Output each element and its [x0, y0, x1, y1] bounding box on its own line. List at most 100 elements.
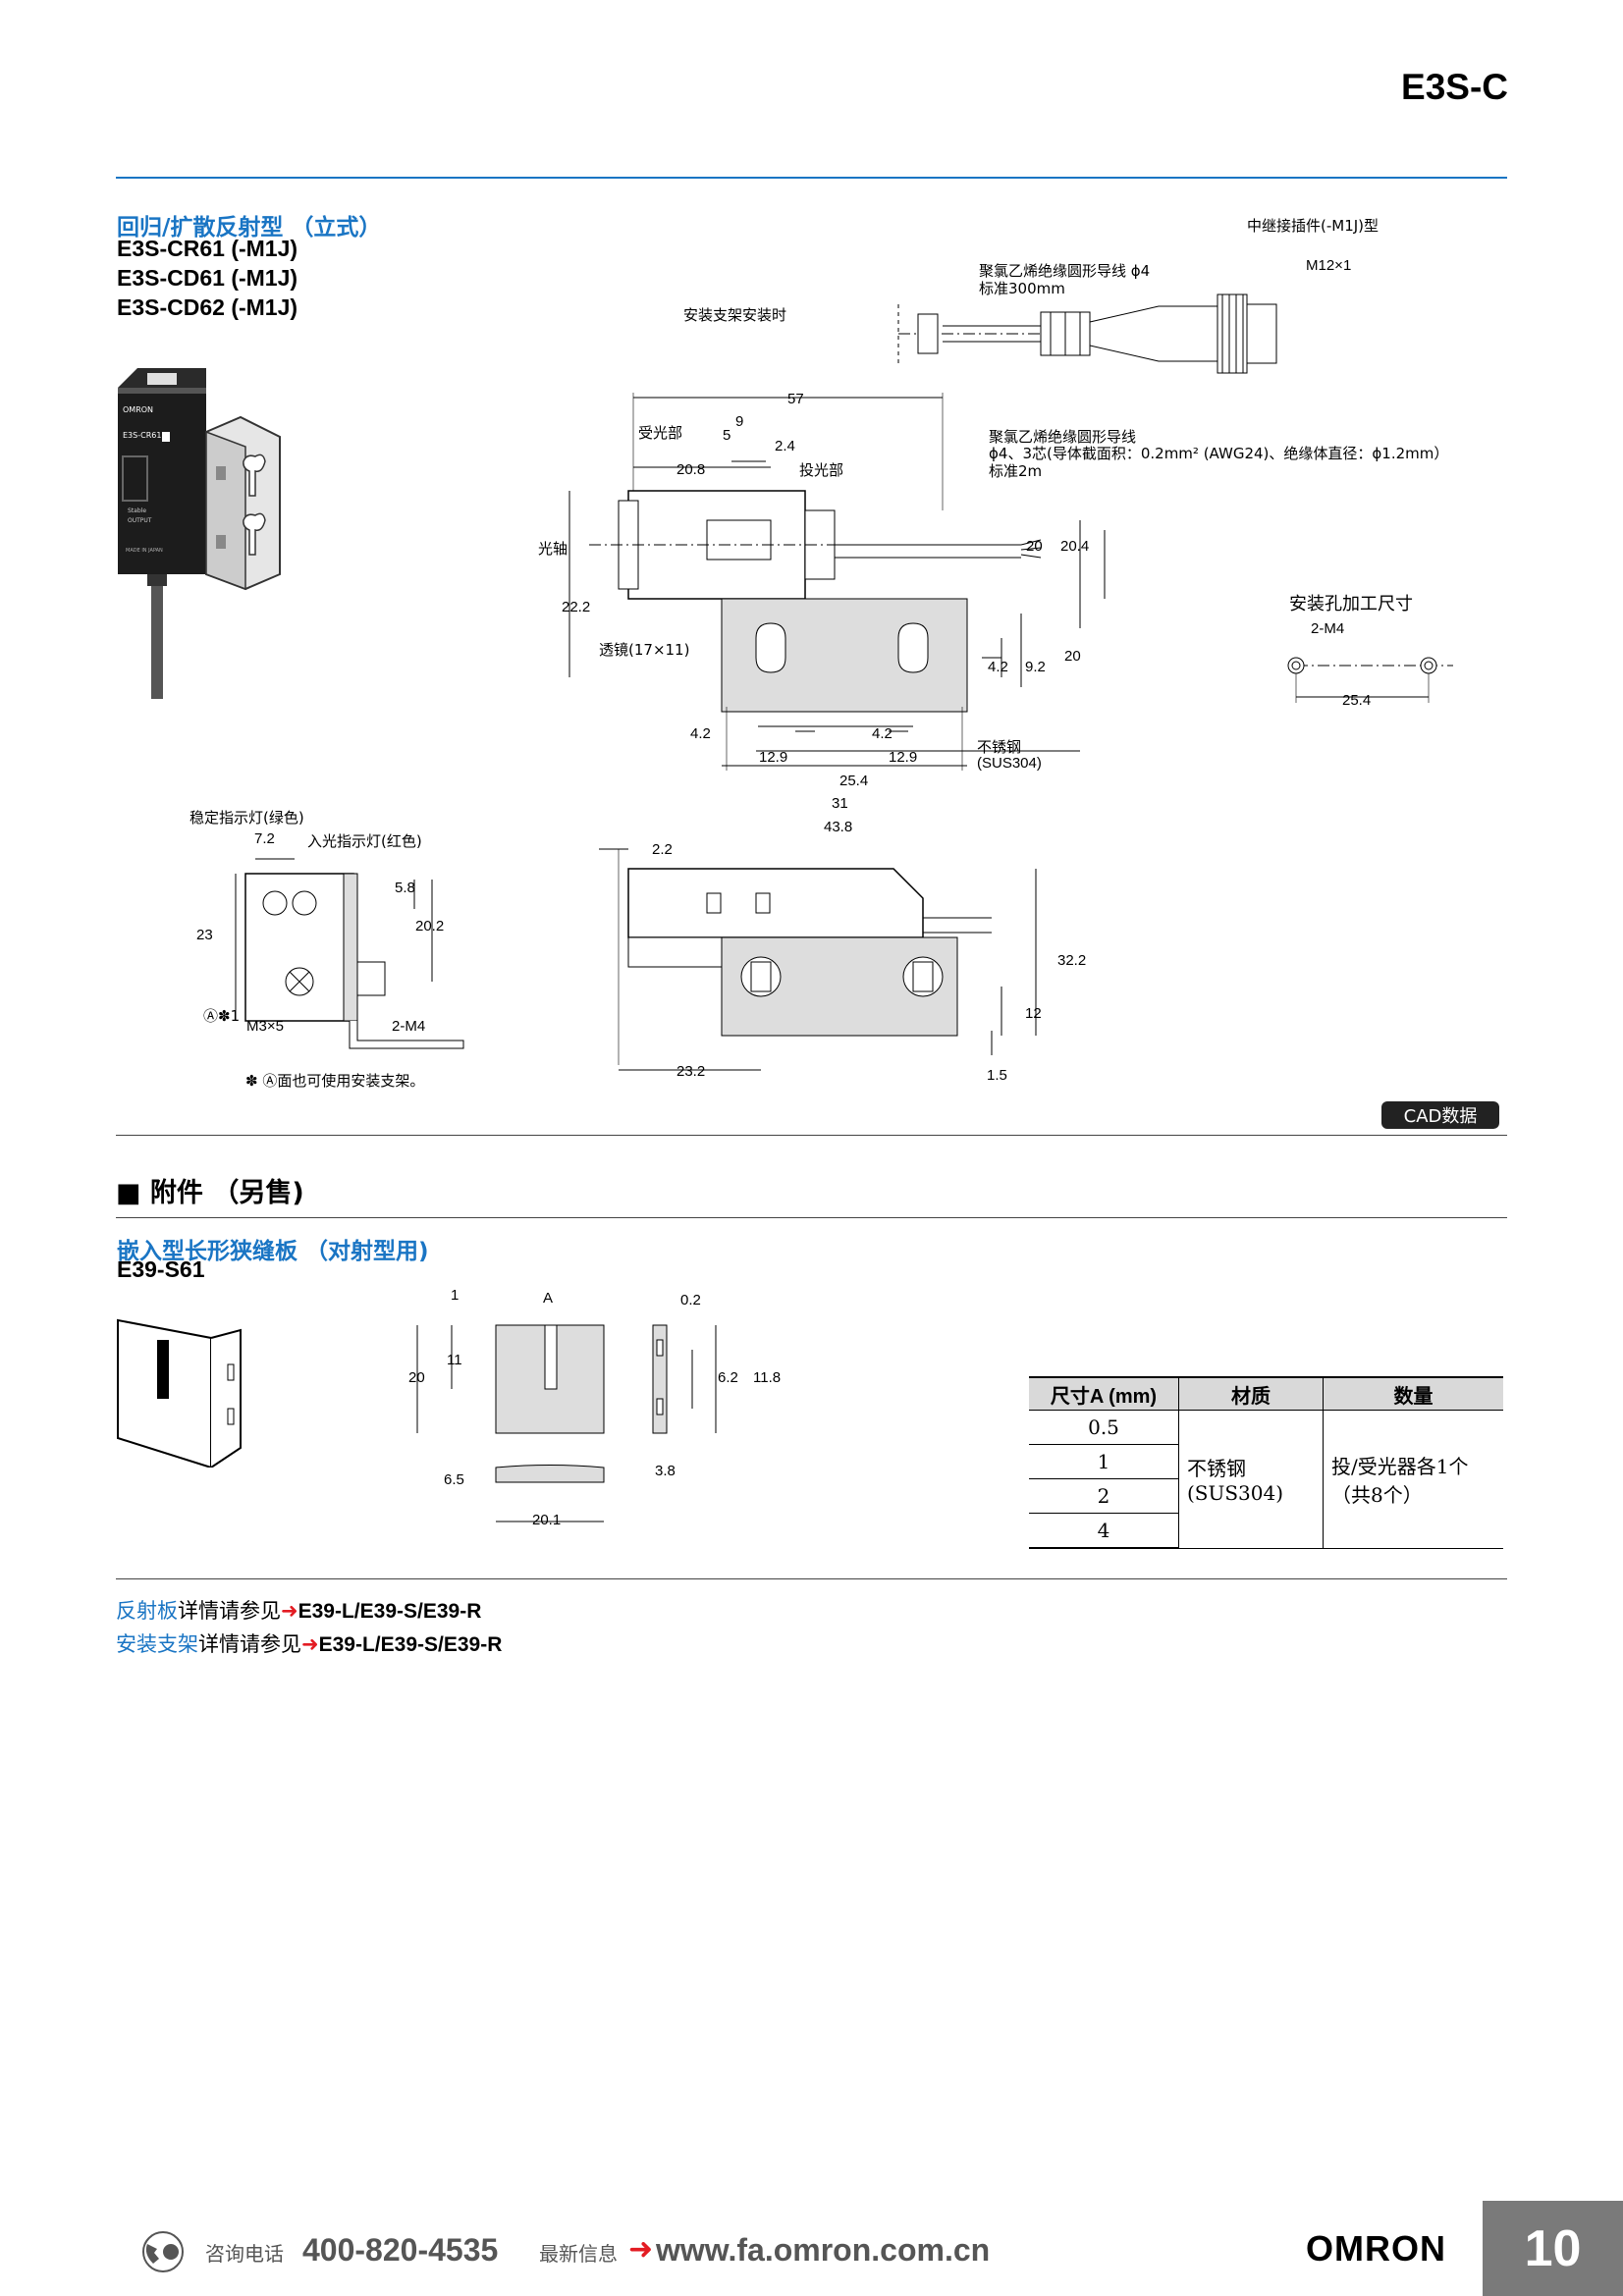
accessories-heading: ■ 附件 （另售): [116, 1178, 304, 1208]
square-bullet-icon: ■: [116, 1178, 150, 1208]
category-title: 回归/扩散反射型 （立式）: [117, 215, 382, 240]
dim-22-2: 22.2: [562, 599, 591, 615]
incident-light-label: 入光指示灯(红色): [307, 832, 422, 850]
dim-5-8: 5.8: [395, 880, 415, 896]
table-row: 4: [1029, 1513, 1503, 1549]
dim-43-8: 43.8: [824, 819, 853, 835]
stainless-label: 不锈钢: [977, 738, 1022, 756]
dim-20-1: 20.1: [532, 1512, 562, 1528]
dim-4-2a: 4.2: [988, 659, 1008, 675]
bracket-link[interactable]: 安装支架: [116, 1632, 198, 1656]
hole-m4-label: 2-M4: [1311, 620, 1345, 637]
quantity-cell: 投/受光器各1个 （共8个）: [1323, 1410, 1503, 1549]
model-list: E3S-CR61 (-M1J) E3S-CD61 (-M1J) E3S-CD62…: [117, 234, 298, 322]
omron-logo: OMRON: [1306, 2228, 1446, 2269]
cad-data-button[interactable]: CAD数据: [1381, 1101, 1499, 1129]
section-divider: [116, 1217, 1507, 1218]
dim-6-2: 6.2: [718, 1369, 738, 1386]
page-number: 10: [1483, 2201, 1623, 2296]
dim-11-8: 11.8: [753, 1369, 782, 1386]
dim-23: 23: [196, 927, 213, 943]
slit-spec-table: 尺寸A (mm) 材质 数量 0.5 不锈钢 (SUS304) 投/受光器各1个…: [1029, 1376, 1503, 1549]
dim-4-2b: 4.2: [690, 725, 711, 742]
dim-12: 12: [1025, 1005, 1042, 1022]
website-link[interactable]: www.fa.omron.com.cn: [656, 2232, 991, 2268]
accessory-model: E39-S61: [117, 1256, 205, 1282]
model-name: E3S-CR61 (-M1J): [117, 236, 298, 261]
model-name: E3S-CD61 (-M1J): [117, 265, 298, 291]
section-divider: [116, 1135, 1507, 1136]
dim-1-5: 1.5: [987, 1067, 1007, 1084]
dim-20-8: 20.8: [676, 461, 706, 478]
cable-long-label: 聚氯乙烯绝缘圆形导线: [989, 428, 1137, 446]
reflector-link[interactable]: 反射板: [116, 1599, 178, 1623]
dim-11: 11: [447, 1352, 462, 1368]
dim-20-4: 20.4: [1060, 538, 1090, 555]
header-rule: [116, 177, 1507, 179]
side-view-drawing: [599, 848, 1037, 1071]
table-row: 1: [1029, 1444, 1503, 1479]
phone-label: 咨询电话: [205, 2242, 284, 2266]
model-name: E3S-CD62 (-M1J): [117, 294, 298, 320]
dim-12-9a: 12.9: [759, 749, 788, 766]
dimension-drawing-main: [568, 294, 1453, 771]
product-photo: OMRON E3S-CR61 Stable OUTPUT MADE IN JAP…: [118, 368, 281, 699]
news-label: 最新信息: [539, 2242, 618, 2266]
stable-light-label: 稳定指示灯(绿色): [189, 809, 304, 827]
dim-4-2c: 4.2: [872, 725, 893, 742]
dim-2-2: 2.2: [652, 841, 673, 858]
cable-long-spec: ϕ4、3芯(导体截面积：0.2mm² (AWG24)、绝缘体直径：ϕ1.2mm）: [989, 445, 1449, 462]
m12-label: M12×1: [1306, 257, 1352, 274]
table-header: 数量: [1323, 1376, 1503, 1411]
table-header: 尺寸A (mm): [1029, 1376, 1179, 1411]
m3x5-label: M3×5: [246, 1018, 284, 1035]
phone-number: 400-820-4535: [302, 2232, 499, 2268]
dim-5: 5: [723, 427, 731, 444]
bracket-mounted-label: 安装支架安装时: [683, 306, 787, 324]
cable-short-length: 标准300mm: [979, 280, 1065, 297]
connector-type-label: 中继接插件(-M1J)型: [1247, 217, 1380, 235]
dim-31: 31: [832, 795, 848, 812]
reference-code[interactable]: E39-L/E39-S/E39-R: [318, 1633, 503, 1656]
dim-20-b: 20: [1064, 648, 1081, 665]
dim-20-2: 20.2: [415, 918, 445, 934]
photo-brand-text: OMRON: [123, 405, 153, 414]
front-view-drawing: [235, 858, 464, 1049]
material-cell: 不锈钢 (SUS304): [1178, 1410, 1324, 1549]
slit-plate-photo: [117, 1318, 242, 1468]
arrow-right-icon: ➜: [301, 1632, 319, 1656]
slit-plate-drawing: [416, 1324, 717, 1522]
cable-short-label: 聚氯乙烯绝缘圆形导线 ϕ4: [979, 262, 1151, 280]
page-product-code: E3S-C: [1401, 67, 1508, 107]
dim-6-5: 6.5: [444, 1471, 464, 1488]
arrow-right-icon: ➜: [281, 1599, 298, 1623]
two-m4-label: 2-M4: [392, 1018, 426, 1035]
photo-model-text: E3S-CR61: [123, 431, 161, 440]
dim-25-4: 25.4: [839, 773, 869, 789]
size-cell: 1: [1029, 1444, 1179, 1479]
reference-line: 安装支架详情请参见➜E39-L/E39-S/E39-R: [116, 1632, 503, 1656]
dim-57: 57: [787, 391, 804, 407]
mark-a-label: Ⓐ✽1: [203, 1007, 241, 1025]
phone-icon: [142, 2231, 184, 2272]
lens-label: 透镜(17×11): [599, 641, 690, 659]
footnote: ✽ Ⓐ面也可使用安装支架。: [245, 1072, 425, 1090]
receiver-label: 受光部: [638, 424, 683, 442]
dim-0-2: 0.2: [680, 1292, 701, 1308]
photo-stable-text: Stable: [128, 507, 146, 514]
dim-7-2: 7.2: [254, 830, 275, 847]
dim-20: 20: [1026, 538, 1043, 555]
photo-origin-text: MADE IN JAPAN: [126, 548, 163, 554]
sus-label: (SUS304): [977, 755, 1042, 772]
dim-3-8: 3.8: [655, 1463, 676, 1479]
photo-output-text: OUTPUT: [128, 517, 152, 524]
size-cell: 0.5: [1029, 1410, 1179, 1445]
dim-25-4h: 25.4: [1342, 692, 1372, 709]
dim-a: A: [543, 1290, 554, 1307]
reference-code[interactable]: E39-L/E39-S/E39-R: [298, 1600, 482, 1623]
accessory-title: 嵌入型长形狭缝板 （对射型用): [117, 1239, 429, 1264]
table-header: 材质: [1178, 1376, 1324, 1411]
dim-20: 20: [408, 1369, 425, 1386]
table-row: 0.5 不锈钢 (SUS304) 投/受光器各1个 （共8个）: [1029, 1410, 1503, 1549]
arrow-right-icon: ➜: [628, 2232, 654, 2267]
